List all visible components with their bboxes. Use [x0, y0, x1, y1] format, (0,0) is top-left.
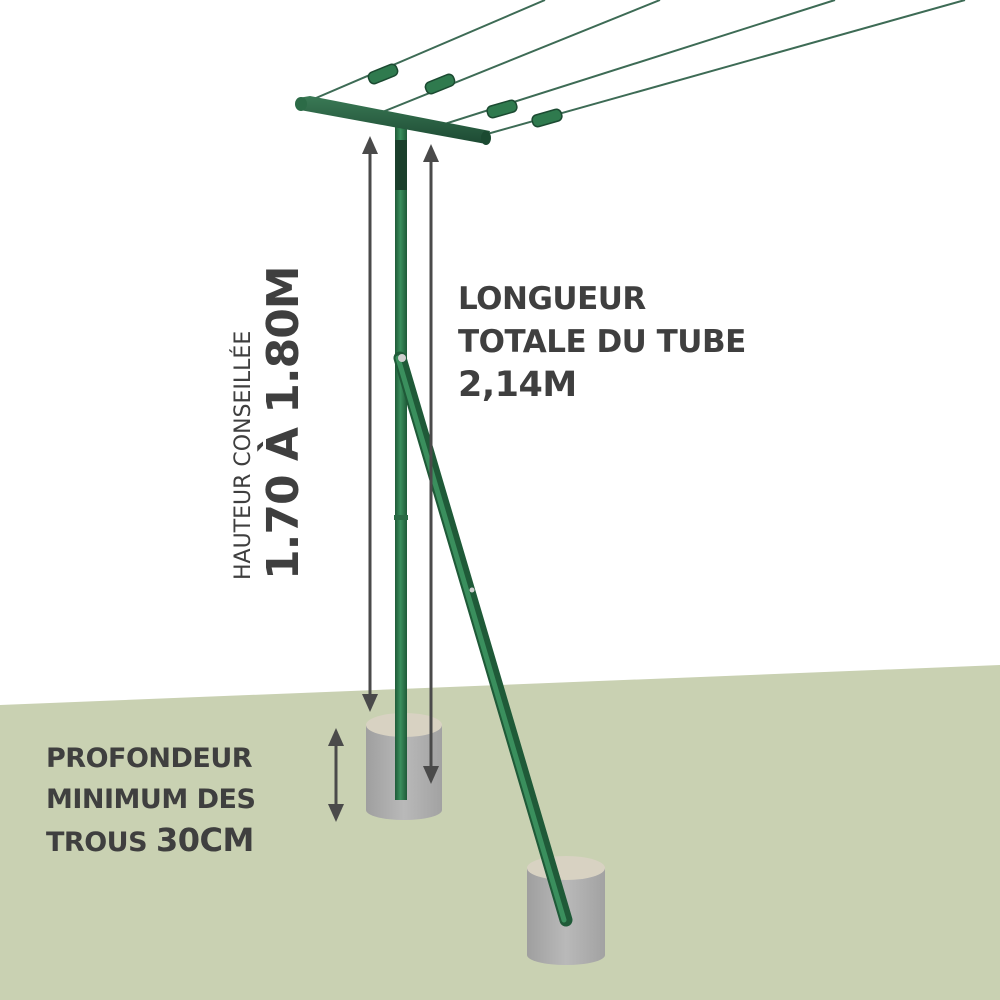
tube-length-line2: TOTALE DU TUBE	[458, 324, 746, 360]
hole-depth-line1: PROFONDEUR	[46, 743, 253, 774]
hole-depth-line3-wrap: TROUS 30CM	[46, 820, 255, 863]
ground	[0, 665, 1000, 1000]
diagonal-strut	[393, 351, 573, 927]
tube-length-label: LONGUEUR TOTALE DU TUBE 2,14M	[458, 278, 746, 407]
tube-length-line1: LONGUEUR	[458, 281, 646, 317]
hole-depth-line3: TROUS	[46, 827, 148, 858]
hole-depth-line2: MINIMUM DES	[46, 784, 256, 815]
tube-length-arrow	[423, 144, 439, 784]
recommended-height-label: HAUTEUR CONSEILLÉE 1.70 À 1.80M	[230, 260, 330, 580]
tube-length-value: 2,14M	[458, 365, 577, 405]
hole-depth-value: 30CM	[155, 821, 254, 859]
depth-arrow	[328, 728, 344, 822]
wire-tensioners	[367, 63, 563, 128]
t-crossbar	[295, 96, 491, 145]
hole-depth-label: PROFONDEUR MINIMUM DES TROUS 30CM	[46, 738, 256, 863]
height-arrow	[362, 136, 378, 712]
recommended-height-value: 1.70 À 1.80M	[258, 266, 309, 580]
recommended-height-line1: HAUTEUR CONSEILLÉE	[231, 330, 256, 580]
main-pole	[394, 120, 408, 800]
